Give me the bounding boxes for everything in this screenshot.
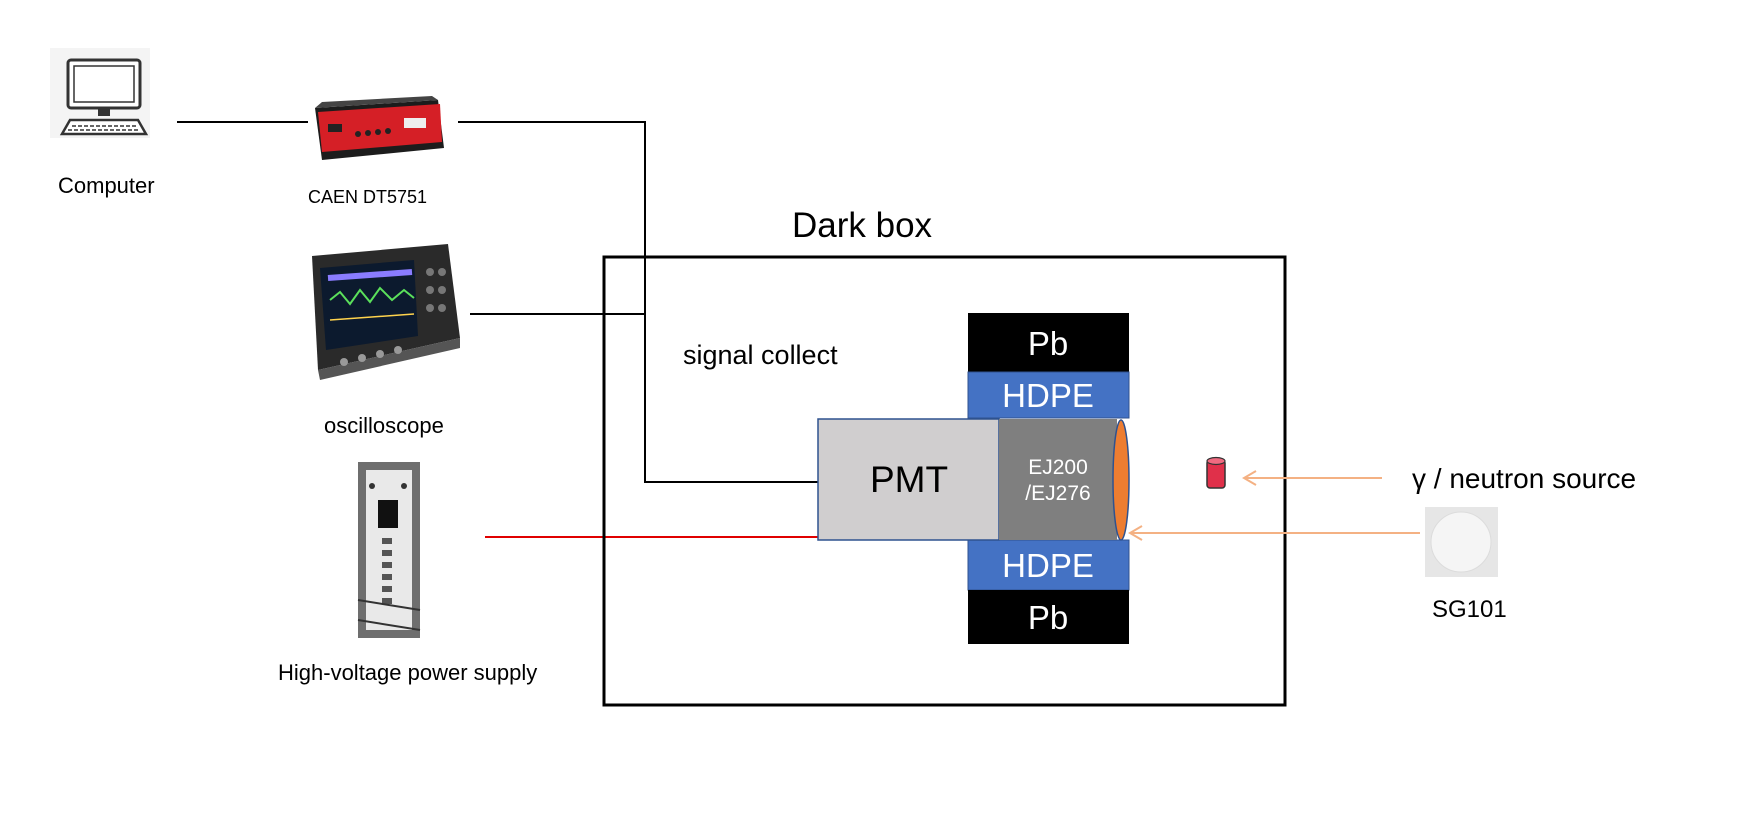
hv-supply-label: High-voltage power supply	[278, 660, 537, 685]
digitizer-label: CAEN DT5751	[308, 187, 427, 207]
pmt-block	[817, 418, 1000, 541]
signal-collect-label: signal collect	[683, 340, 838, 370]
hdpe-bottom-label: HDPE	[1002, 547, 1094, 584]
source-label: γ / neutron source	[1412, 463, 1636, 494]
oscilloscope-label: oscilloscope	[324, 413, 444, 438]
pb-bottom-block	[968, 590, 1129, 644]
neutron-arrow	[1128, 525, 1420, 541]
source-vial-icon	[1206, 456, 1226, 489]
optical-window	[1112, 419, 1130, 541]
digitizer-icon	[315, 96, 444, 160]
computer-icon	[50, 48, 150, 138]
dark-box	[602, 255, 1287, 707]
hv-supply-icon	[357, 462, 421, 638]
pb-top-label: Pb	[1028, 325, 1068, 362]
scintillator-label-line1: EJ200	[1028, 456, 1088, 479]
computer-label: Computer	[58, 173, 155, 198]
pb-top-block	[968, 313, 1129, 372]
oscilloscope-icon	[312, 244, 460, 380]
dark-box-label: Dark box	[792, 206, 933, 245]
sg101-label: SG101	[1432, 596, 1507, 623]
hdpe-top-block	[967, 371, 1130, 419]
pb-bottom-label: Pb	[1028, 599, 1068, 636]
hdpe-top-label: HDPE	[1002, 377, 1094, 414]
gamma-arrow	[1242, 470, 1382, 486]
scintillator-block	[999, 419, 1117, 540]
pmt-label: PMT	[870, 459, 948, 500]
scintillator-label-line2: /EJ276	[1025, 482, 1090, 505]
sg101-sample-icon	[1425, 507, 1498, 577]
digitizer-pmt-cable	[458, 121, 818, 483]
